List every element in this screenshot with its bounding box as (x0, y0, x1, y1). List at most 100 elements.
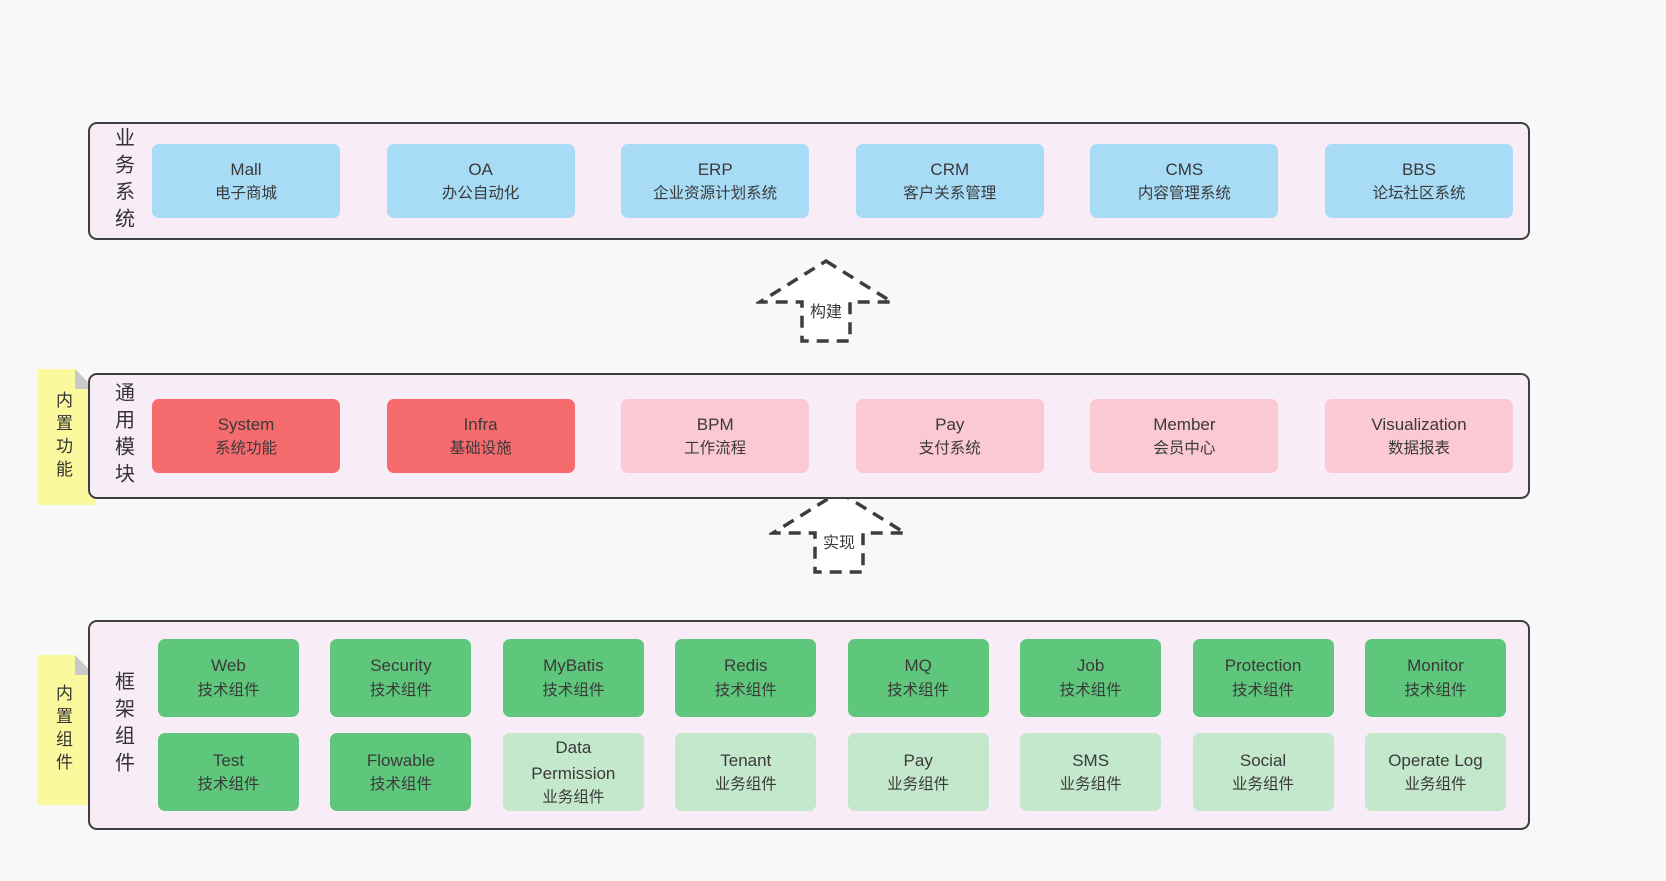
framework-components-row-1: Web 技术组件 Security 技术组件 MyBatis 技术组件 Redi… (150, 638, 1528, 717)
box-erp: ERP 企业资源计划系统 (621, 144, 810, 218)
box-tenant-subtitle: 业务组件 (714, 776, 777, 794)
framework-components-row-2: Test 技术组件 Flowable 技术组件 Data Permission … (150, 733, 1528, 812)
box-visualization-name: Visualization (1371, 414, 1467, 434)
box-mall-subtitle: 电子商城 (214, 185, 277, 203)
box-social-subtitle: 业务组件 (1232, 776, 1295, 794)
framework-components-rows: Web 技术组件 Security 技术组件 MyBatis 技术组件 Redi… (150, 622, 1528, 828)
box-protection-subtitle: 技术组件 (1232, 681, 1295, 699)
box-infra-name: Infra (463, 414, 498, 434)
box-operate-log-name: Operate Log (1388, 750, 1483, 770)
box-social: Social 业务组件 (1192, 733, 1334, 812)
box-job-subtitle: 技术组件 (1059, 681, 1122, 699)
box-sms: SMS 业务组件 (1020, 733, 1162, 812)
implement-arrow-label: 实现 (819, 528, 859, 554)
box-job: Job 技术组件 (1020, 638, 1162, 717)
box-bbs-name: BBS (1401, 159, 1436, 179)
box-data-permission-name: Data Permission (531, 738, 616, 783)
box-redis: Redis 技术组件 (675, 638, 817, 717)
box-oa-name: OA (468, 159, 493, 179)
built-in-components-sticky-note: 内置组件 (38, 655, 95, 805)
box-tenant-name: Tenant (720, 750, 772, 770)
box-test-subtitle: 技术组件 (197, 776, 260, 794)
box-test: Test 技术组件 (158, 733, 299, 812)
box-crm-name: CRM (930, 159, 970, 179)
box-cms-name: CMS (1165, 159, 1204, 179)
box-mybatis: MyBatis 技术组件 (502, 638, 644, 717)
box-infra-subtitle: 基础设施 (449, 440, 512, 458)
box-crm-subtitle: 客户关系管理 (903, 185, 997, 203)
box-mybatis-subtitle: 技术组件 (542, 681, 605, 699)
box-flowable-subtitle: 技术组件 (369, 776, 432, 794)
box-pay-component: Pay 业务组件 (847, 733, 989, 812)
box-infra: Infra 基础设施 (386, 399, 575, 473)
box-redis-subtitle: 技术组件 (714, 681, 777, 699)
box-bbs: BBS 论坛社区系统 (1324, 144, 1513, 218)
box-sms-subtitle: 业务组件 (1059, 776, 1122, 794)
box-operate-log-subtitle: 业务组件 (1404, 776, 1467, 794)
box-mall-name: Mall (230, 159, 262, 179)
built-in-features-label: 内置功能 (53, 391, 72, 483)
box-erp-subtitle: 企业资源计划系统 (653, 185, 778, 203)
box-system: System 系统功能 (152, 399, 340, 473)
business-systems-boxes: Mall 电子商城 OA 办公自动化 ERP 企业资源计划系统 CRM 客户关系… (150, 124, 1528, 238)
box-pay-module: Pay 支付系统 (855, 399, 1044, 473)
box-job-name: Job (1076, 656, 1105, 676)
box-member-subtitle: 会员中心 (1153, 440, 1216, 458)
box-security-name: Security (370, 656, 432, 676)
box-pay-module-name: Pay (935, 414, 965, 434)
box-social-name: Social (1239, 750, 1287, 770)
box-protection: Protection 技术组件 (1192, 638, 1334, 717)
box-oa-subtitle: 办公自动化 (441, 185, 520, 203)
box-web-subtitle: 技术组件 (197, 681, 260, 699)
built-in-features-sticky-note: 内置功能 (38, 369, 95, 505)
box-visualization-subtitle: 数据报表 (1387, 440, 1450, 458)
box-system-name: System (217, 414, 275, 434)
business-systems-label: 业务系统 (111, 127, 134, 235)
box-bpm-subtitle: 工作流程 (684, 440, 747, 458)
box-flowable: Flowable 技术组件 (330, 733, 472, 812)
box-monitor-subtitle: 技术组件 (1404, 681, 1467, 699)
box-test-name: Test (212, 750, 245, 770)
box-member: Member 会员中心 (1090, 399, 1279, 473)
box-erp-name: ERP (697, 159, 733, 179)
box-redis-name: Redis (724, 656, 768, 676)
box-monitor-name: Monitor (1407, 656, 1464, 676)
common-modules-boxes: System 系统功能 Infra 基础设施 BPM 工作流程 Pay 支付系统… (150, 375, 1528, 497)
box-data-permission-subtitle: 业务组件 (542, 789, 605, 807)
box-pay-component-name: Pay (903, 750, 933, 770)
box-pay-module-subtitle: 支付系统 (918, 440, 981, 458)
box-oa: OA 办公自动化 (386, 144, 575, 218)
box-operate-log: Operate Log 业务组件 (1364, 733, 1506, 812)
box-web: Web 技术组件 (158, 638, 299, 717)
box-crm: CRM 客户关系管理 (855, 144, 1044, 218)
box-mall: Mall 电子商城 (152, 144, 340, 218)
box-cms: CMS 内容管理系统 (1090, 144, 1279, 218)
box-mq-name: MQ (904, 656, 932, 676)
box-data-permission: Data Permission 业务组件 (502, 733, 644, 812)
box-protection-name: Protection (1224, 656, 1302, 676)
box-security: Security 技术组件 (330, 638, 472, 717)
box-security-subtitle: 技术组件 (369, 681, 432, 699)
common-modules-label: 通用模块 (111, 382, 134, 490)
box-system-subtitle: 系统功能 (214, 440, 277, 458)
build-arrow-label: 构建 (806, 297, 846, 323)
business-systems-container: 业务系统 Mall 电子商城 OA 办公自动化 ERP 企业资源计划系统 CRM… (88, 122, 1530, 240)
framework-components-container: 框架组件 Web 技术组件 Security 技术组件 MyBatis 技术组件… (88, 620, 1530, 830)
box-web-name: Web (211, 656, 246, 676)
box-bpm-name: BPM (696, 414, 734, 434)
box-member-name: Member (1153, 414, 1216, 434)
box-mq-subtitle: 技术组件 (887, 681, 950, 699)
box-bpm: BPM 工作流程 (621, 399, 810, 473)
box-flowable-name: Flowable (366, 750, 435, 770)
box-mq: MQ 技术组件 (847, 638, 989, 717)
common-modules-container: 通用模块 System 系统功能 Infra 基础设施 BPM 工作流程 Pay… (88, 373, 1530, 499)
box-mybatis-name: MyBatis (543, 656, 604, 676)
built-in-components-label: 内置组件 (53, 684, 72, 776)
box-sms-name: SMS (1072, 750, 1110, 770)
box-tenant: Tenant 业务组件 (675, 733, 817, 812)
box-monitor: Monitor 技术组件 (1364, 638, 1506, 717)
framework-components-label: 框架组件 (111, 671, 134, 779)
box-visualization: Visualization 数据报表 (1324, 399, 1513, 473)
box-cms-subtitle: 内容管理系统 (1137, 185, 1231, 203)
box-bbs-subtitle: 论坛社区系统 (1372, 185, 1466, 203)
